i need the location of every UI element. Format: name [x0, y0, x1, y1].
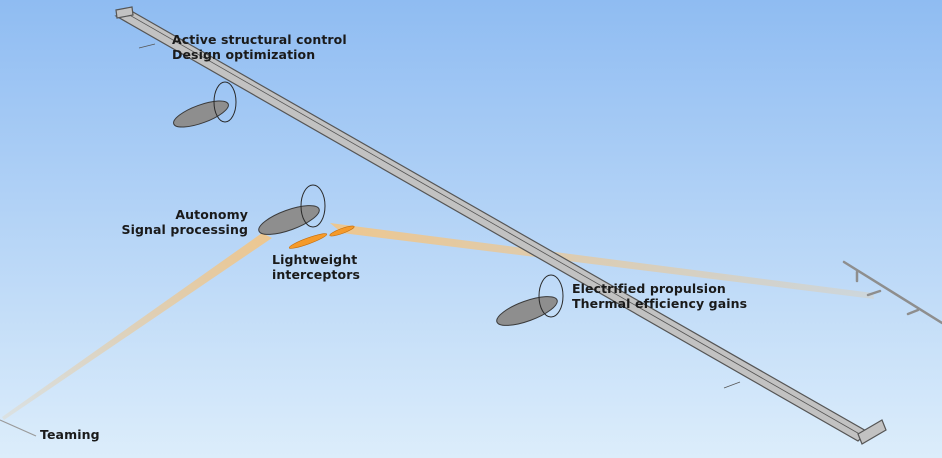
interceptor-missile-icon [288, 225, 355, 249]
wingtip-left [115, 6, 134, 19]
wingtip-right [857, 419, 887, 445]
propulsor-outer-left [173, 81, 237, 128]
label-interceptors: Lightweight interceptors [272, 252, 360, 282]
label-autonomy: Autonomy Signal processing [121, 207, 248, 237]
label-teaming: Teaming [40, 427, 100, 442]
label-interceptors-line2: interceptors [272, 267, 361, 282]
teaming-aircraft-far [0, 419, 37, 437]
label-structural: Active structural control Design optimiz… [172, 32, 347, 62]
label-propulsion-line1: Electrified propulsion [572, 281, 726, 296]
flying-wing-aircraft-icon [114, 6, 887, 445]
wing-joint [138, 43, 156, 49]
label-structural-line2: Design optimization [172, 47, 316, 62]
comm-beam-right [330, 223, 874, 299]
label-autonomy-line1: Autonomy [175, 207, 248, 222]
label-autonomy-line2: Signal processing [121, 222, 248, 237]
label-propulsion-line2: Thermal efficiency gains [572, 296, 748, 311]
wing-joint [723, 381, 741, 389]
wing-spar-line [125, 12, 864, 437]
label-teaming-line1: Teaming [40, 427, 100, 442]
label-propulsion: Electrified propulsion Thermal efficienc… [572, 281, 747, 311]
teaming-aircraft-icon [842, 260, 942, 325]
comm-beam-left [2, 233, 272, 420]
label-interceptors-line1: Lightweight [272, 252, 358, 267]
propulsor-center [258, 184, 326, 235]
label-structural-line1: Active structural control [172, 32, 347, 47]
propulsor-right [496, 274, 564, 326]
